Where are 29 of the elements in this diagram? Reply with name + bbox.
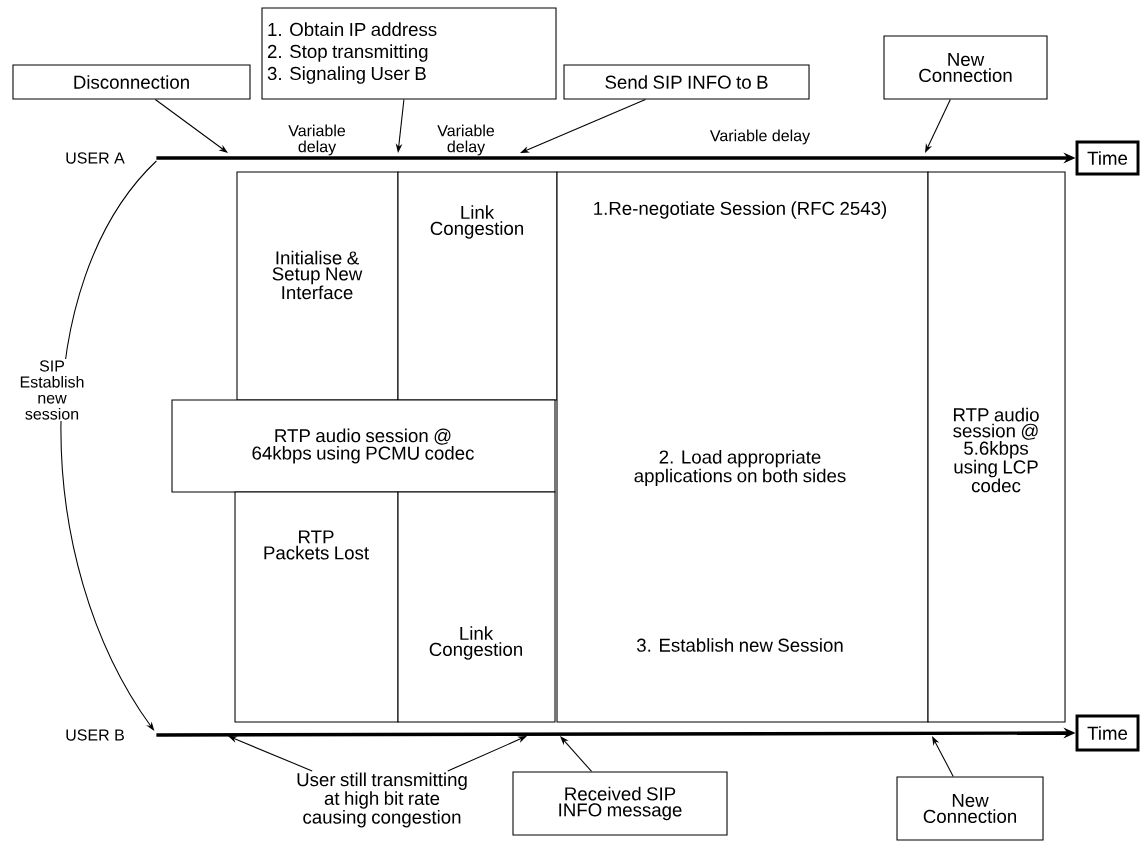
leader-line — [228, 736, 313, 772]
time-box: Time — [1075, 140, 1140, 176]
delay-label: Variable delay — [709, 129, 811, 145]
callout-text: User still transmitting at high bit rate causing congestion — [297, 772, 467, 828]
delay-label: Variable delay — [437, 124, 495, 156]
phase-box: Initialise & Setup New Interface — [236, 171, 399, 401]
user-label: USER B — [66, 729, 124, 741]
time-box: Time — [1075, 714, 1140, 752]
leader-line — [932, 736, 954, 777]
user-label: USER A — [66, 152, 125, 164]
curved-arrow — [60, 160, 157, 731]
edge-label: SIP Establish new session — [10, 359, 94, 421]
callout-box: New Connection — [883, 35, 1048, 100]
phase-box: Link Congestion — [397, 491, 556, 723]
callout-box: Send SIP INFO to B — [563, 64, 810, 100]
callout-box: Received SIP INFO message — [512, 771, 728, 836]
delay-label: Variable delay — [288, 124, 346, 156]
leader-line — [560, 736, 593, 772]
leader-line — [154, 99, 228, 153]
callout-box: New Connection — [896, 776, 1044, 841]
phase-box: RTP audio session @ 5.6kbps using LCP codec — [927, 171, 1066, 723]
leader-line — [447, 736, 527, 772]
leader-line — [520, 99, 646, 153]
callout-box: 1. Obtain IP address 2. Stop transmitting 3. Signaling User B — [261, 7, 557, 100]
leader-line — [925, 99, 951, 153]
phase-box: RTP Packets Lost — [234, 491, 399, 723]
callout-box: Disconnection — [12, 64, 251, 100]
session-box: RTP audio session @ 64kbps using PCMU codec — [171, 399, 556, 493]
phase-box: Link Congestion — [397, 171, 558, 401]
